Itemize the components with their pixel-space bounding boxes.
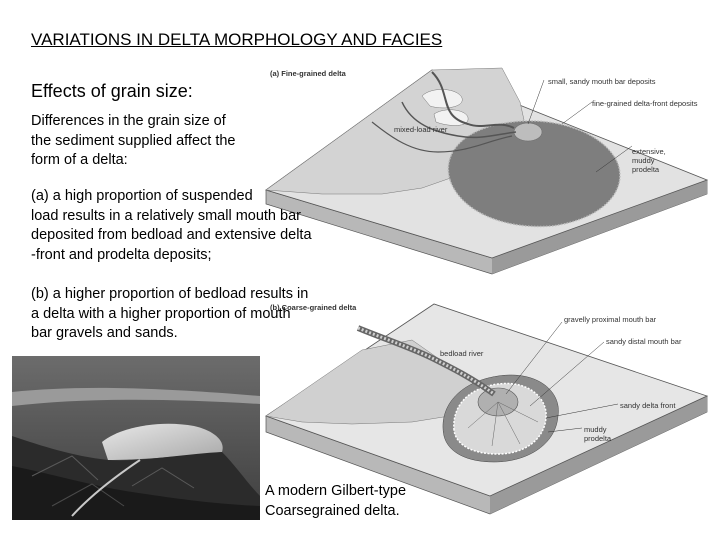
subheading: Effects of grain size: bbox=[31, 81, 193, 102]
small-mouth-bar bbox=[514, 123, 542, 141]
label-sandy-distal-bar: sandy distal mouth bar bbox=[606, 337, 682, 346]
label-muddy-prodelta-2: prodelta bbox=[584, 434, 612, 443]
paragraph-b: (b) a higher proportion of bedload resul… bbox=[31, 285, 308, 344]
label-sandy-delta-front: sandy delta front bbox=[620, 401, 676, 410]
label-prodelta-line-3: prodelta bbox=[632, 165, 660, 174]
label-mouth-bar-deposits: small, sandy mouth bar deposits bbox=[548, 77, 656, 86]
label-bedload-river: bedload river bbox=[440, 349, 484, 358]
photo-caption: A modern Gilbert-type Coarsegrained delt… bbox=[265, 481, 406, 521]
label-prodelta-line-2: muddy bbox=[632, 156, 655, 165]
diagram-a-panel-title: (a) Fine-grained delta bbox=[270, 69, 347, 78]
label-mixed-load-river: mixed-load river bbox=[394, 125, 448, 134]
label-delta-front-deposits: fine-grained delta-front deposits bbox=[592, 99, 698, 108]
slide-title: VARIATIONS IN DELTA MORPHOLOGY AND FACIE… bbox=[31, 30, 442, 50]
intro-paragraph: Differences in the grain size of the sed… bbox=[31, 112, 235, 171]
paragraph-a: (a) a high proportion of suspended load … bbox=[31, 187, 312, 265]
label-gravelly-proximal-bar: gravelly proximal mouth bar bbox=[564, 315, 657, 324]
gilbert-delta-photo bbox=[12, 356, 260, 520]
label-muddy-prodelta-1: muddy bbox=[584, 425, 607, 434]
label-prodelta-line-1: extensive, bbox=[632, 147, 666, 156]
fine-grained-delta-diagram: (a) Fine-grained delta small, sandy mout… bbox=[262, 62, 720, 277]
